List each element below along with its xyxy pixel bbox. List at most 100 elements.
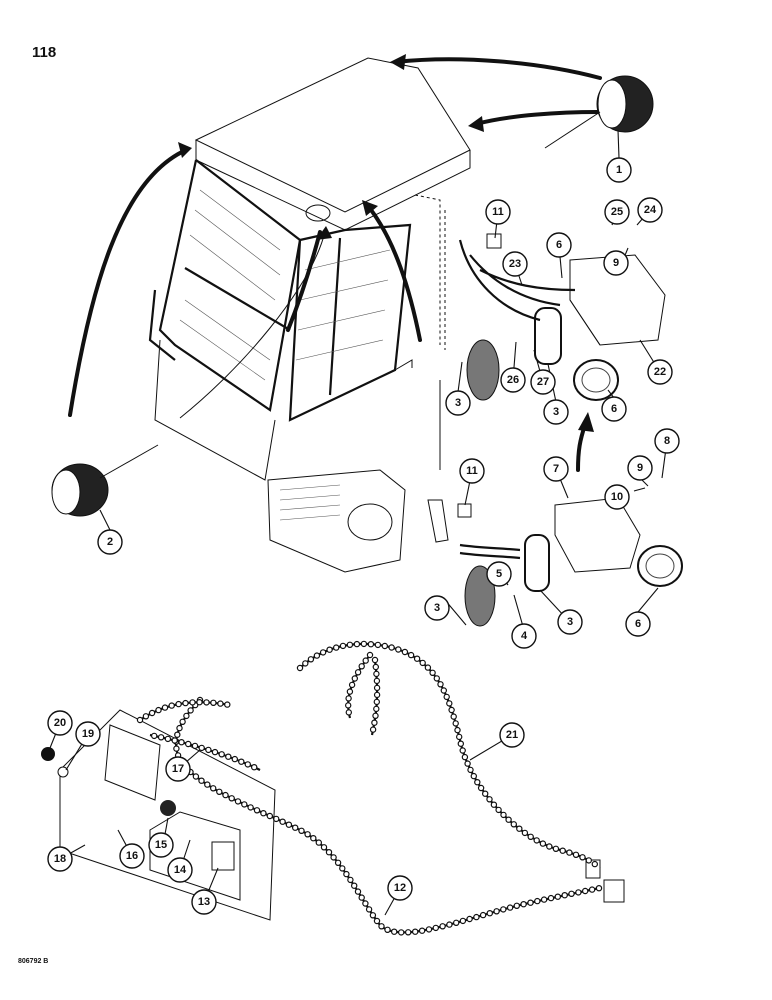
harness-bead (579, 854, 586, 861)
lamp-front (51, 444, 159, 517)
harness-bead (446, 700, 453, 707)
svg-text:2: 2 (107, 536, 113, 548)
harness-bead (178, 739, 185, 746)
callout-10: 10 (604, 484, 630, 510)
harness-bead (225, 753, 232, 760)
harness-21-branch-beads (345, 651, 374, 716)
arrow-to-cab-front (68, 148, 188, 417)
fender-opening (347, 503, 393, 541)
harness-bead (330, 854, 337, 861)
svg-text:22: 22 (654, 366, 666, 378)
harness-bead (461, 753, 469, 761)
dash-panel-outline (59, 709, 276, 921)
dash-harness-beads (136, 699, 258, 771)
harness-bead (384, 926, 391, 934)
harness-bead (505, 816, 512, 823)
harness-bead (407, 651, 415, 659)
harness-bead (500, 811, 507, 819)
callout-20: 20 (47, 710, 73, 736)
harness-bead (179, 718, 186, 726)
harness-bead (362, 900, 369, 907)
harness-bead (554, 893, 562, 900)
cab-rear-outline (414, 194, 441, 345)
harness-bead (351, 882, 358, 889)
harness-bead (429, 669, 436, 677)
harness-bead (470, 772, 477, 780)
harness-bead (345, 709, 352, 716)
lamp-front-wire (99, 444, 159, 479)
harness-bead (224, 701, 231, 708)
arrow-to-roof-2 (474, 110, 600, 126)
harness-bead (231, 755, 238, 763)
harness-bead (575, 889, 582, 896)
svg-text:12: 12 (394, 882, 406, 894)
harness-bead (425, 926, 433, 933)
lower-oval-lens (464, 565, 496, 627)
svg-text:19: 19 (82, 728, 94, 740)
harness-bead (474, 779, 481, 786)
harness-bead (534, 897, 541, 905)
lower-switch (457, 503, 472, 518)
harness-bead (373, 698, 380, 706)
callout-16: 16 (119, 843, 145, 869)
callout-13: 13 (191, 889, 217, 915)
harness-21-main-beads (296, 640, 599, 868)
cab-roof (194, 57, 471, 213)
harness-bead (198, 744, 205, 752)
harness-bead (253, 807, 261, 814)
harness-bead (381, 642, 388, 650)
dash-switch (160, 800, 176, 816)
harness-bead (218, 751, 225, 758)
harness-bead (369, 726, 377, 733)
harness-bead (228, 795, 235, 802)
svg-text:11: 11 (492, 206, 504, 218)
cab-roof-edge (195, 140, 471, 231)
harness-bead (161, 704, 169, 711)
harness-bead (325, 849, 333, 856)
dash-knob (41, 747, 55, 761)
harness-bead (373, 684, 381, 692)
cab-side-divider (328, 237, 342, 396)
harness-bead (539, 840, 547, 847)
harness-bead (521, 829, 529, 837)
harness-bead (513, 902, 521, 910)
callout-26: 26 (500, 367, 526, 393)
harness-bead (348, 681, 356, 689)
harness-bead (373, 677, 381, 685)
harness-bead (546, 843, 553, 850)
cab-front-window (158, 159, 302, 412)
harness-bead (347, 876, 354, 884)
harness-bead (473, 913, 480, 921)
svg-text:15: 15 (155, 839, 167, 851)
harness-bead (448, 706, 455, 714)
dash-panel-cutout (104, 724, 161, 801)
dash-panel (41, 699, 276, 921)
harness-bead (183, 712, 190, 720)
dash-subpanel (149, 811, 241, 901)
svg-text:5: 5 (496, 568, 502, 580)
harness-bead (388, 644, 395, 651)
dash-knob-nut (57, 766, 69, 778)
callout-18: 18 (47, 846, 73, 872)
harness-bead (467, 766, 474, 774)
harness-bead (175, 700, 182, 708)
arrow-to-rear (366, 204, 422, 342)
svg-text:16: 16 (126, 850, 138, 862)
callout-14: 14 (167, 857, 193, 883)
callout-3: 3 (424, 595, 450, 621)
harness-bead (366, 651, 374, 659)
svg-text:14: 14 (174, 864, 187, 876)
callout-6: 6 (546, 232, 572, 258)
harness-bead (591, 860, 599, 868)
harness-bead (457, 740, 464, 747)
callout-24: 24 (637, 197, 663, 223)
harness-bead (343, 870, 350, 878)
callout-3: 3 (445, 390, 471, 416)
harness-bead (566, 849, 573, 856)
harness-21-main (299, 642, 601, 869)
harness-bead (454, 726, 461, 734)
harness-bead (547, 894, 555, 902)
harness-bead (351, 675, 358, 682)
harness-bead (510, 821, 517, 828)
